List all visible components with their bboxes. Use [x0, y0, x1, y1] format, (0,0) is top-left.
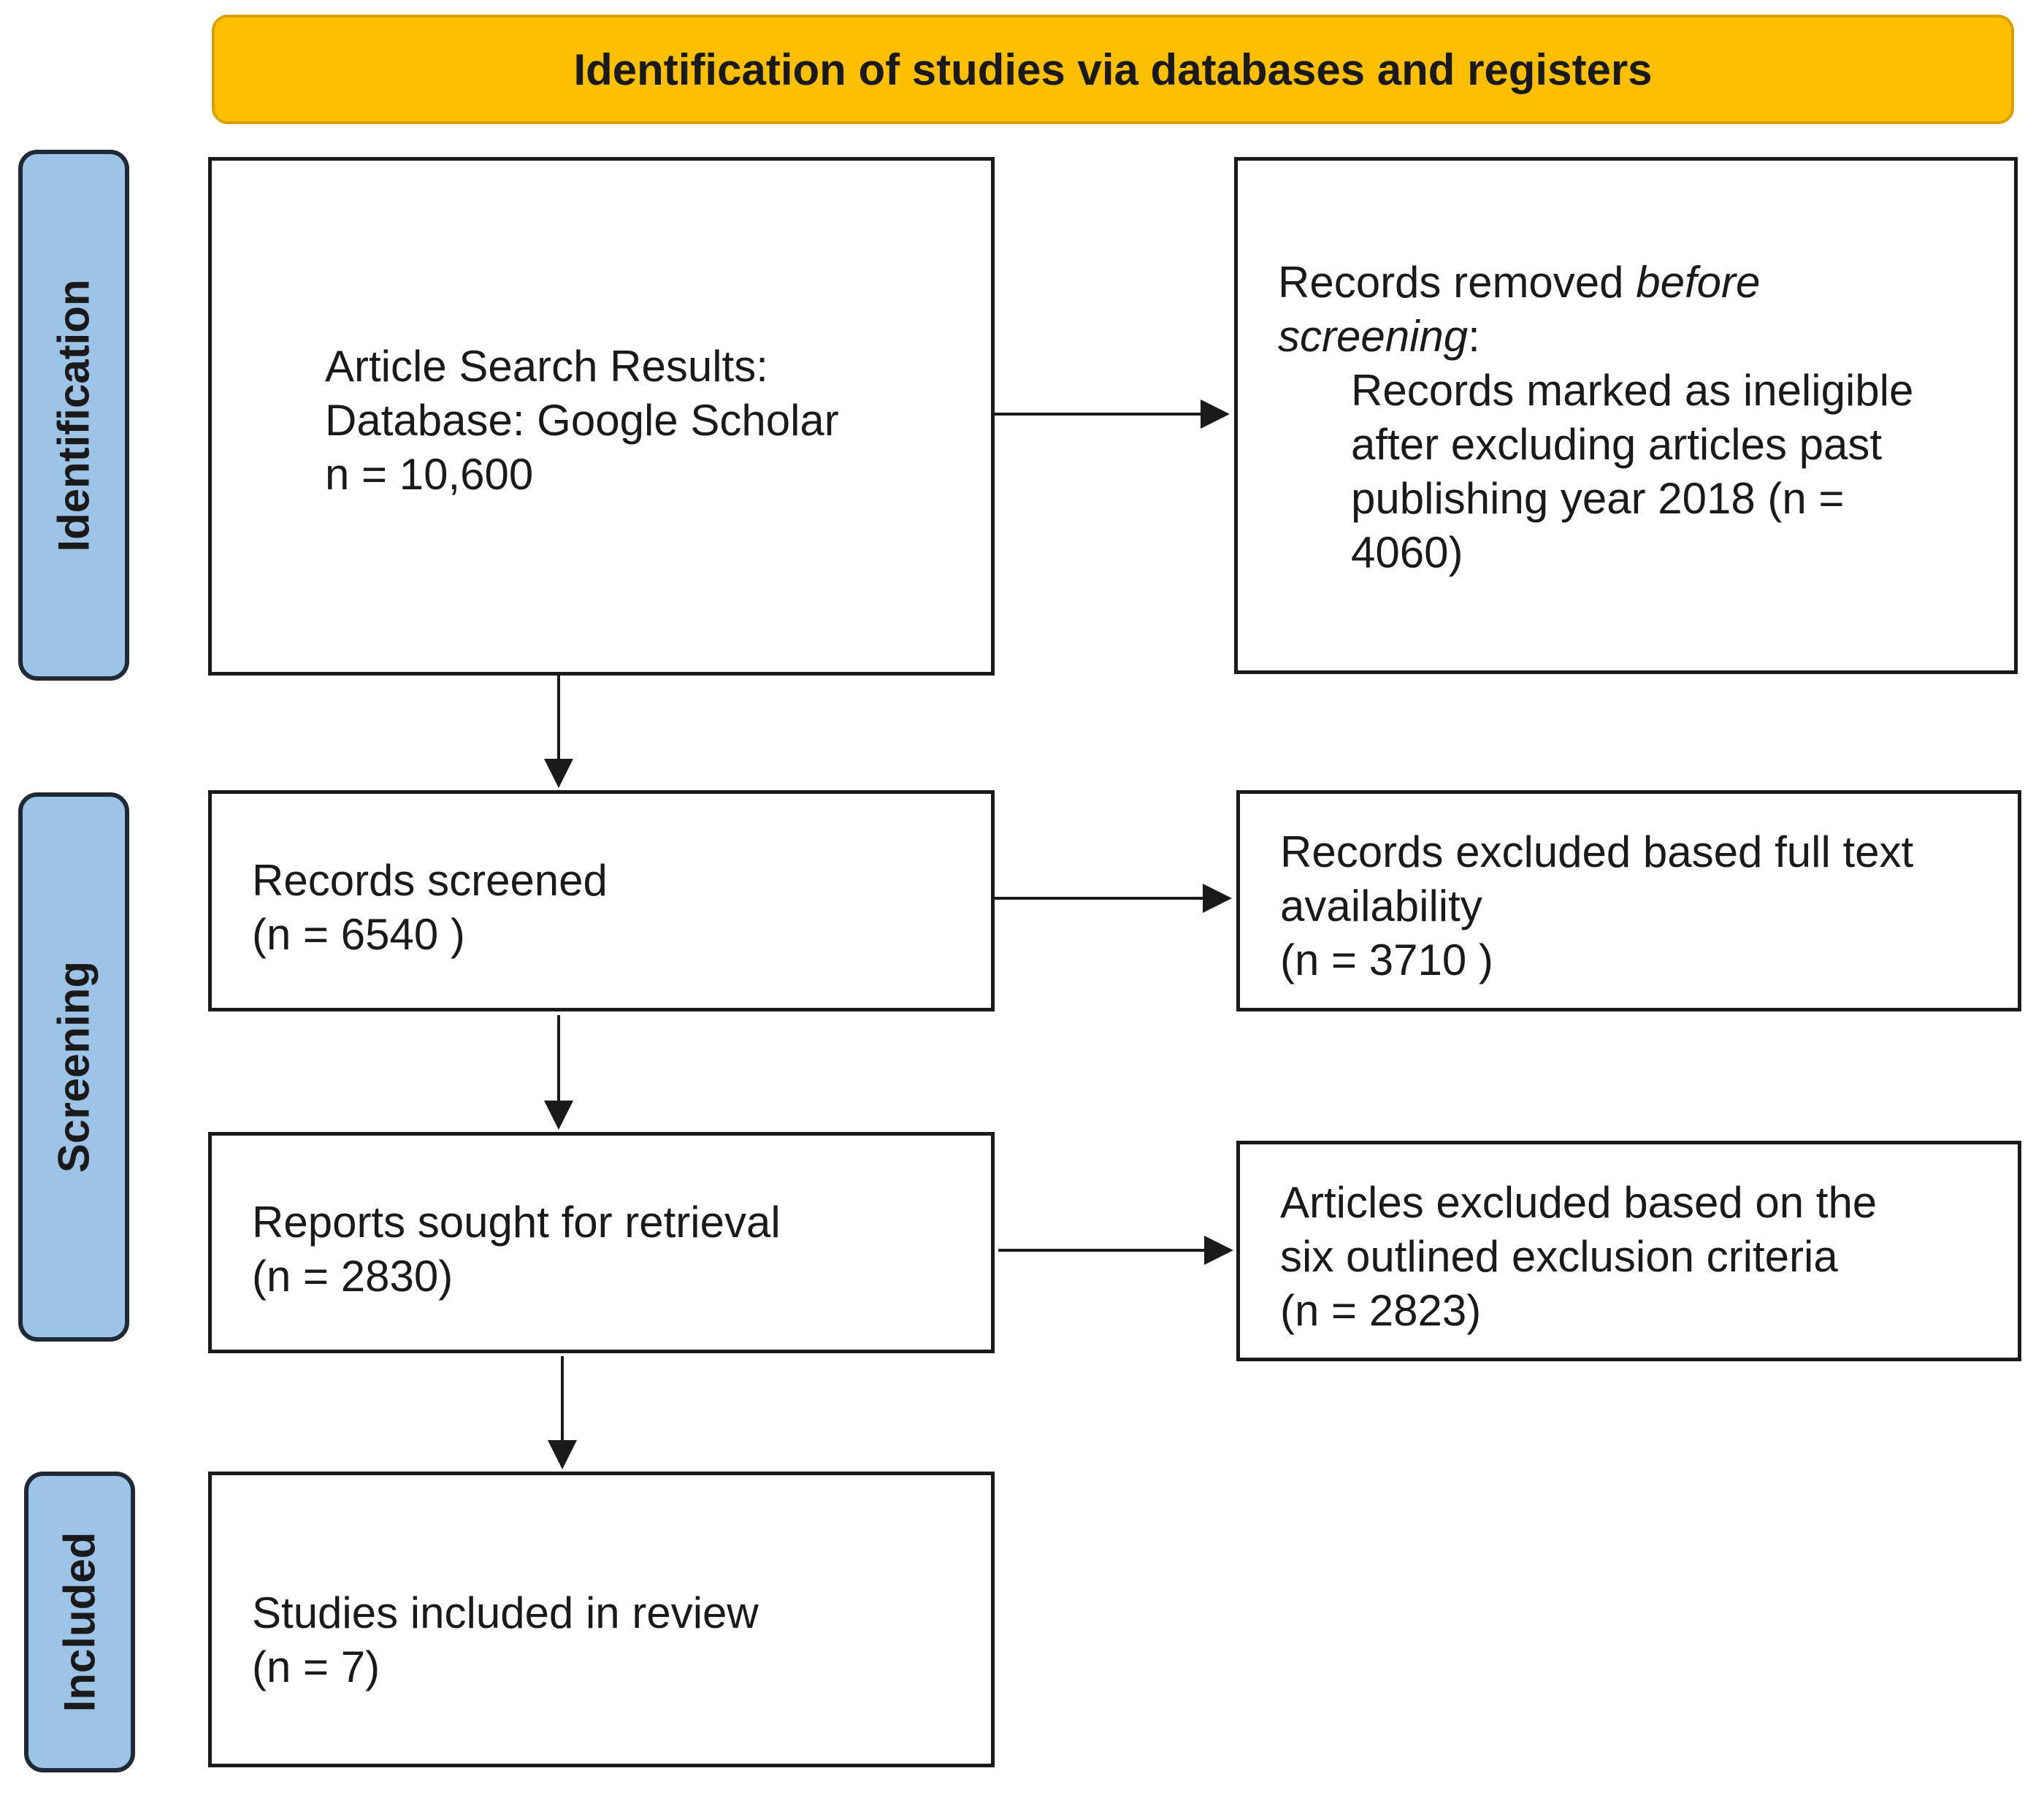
- screened-count: (n = 6540 ): [252, 910, 465, 959]
- reports-retrieval-box: Reports sought for retrieval (n = 2830): [208, 1132, 995, 1353]
- retrieval-count: (n = 2830): [252, 1252, 453, 1301]
- search-line-1: Article Search Results:: [325, 342, 768, 391]
- excluded-criteria-line-1: Articles excluded based on the: [1280, 1178, 1878, 1227]
- removed-line-1: Records removed before: [1278, 258, 1761, 307]
- records-removed-box: Records removed before screening: Record…: [1234, 157, 2018, 674]
- records-screened-box: Records screened (n = 6540 ): [208, 790, 995, 1011]
- studies-included-box: Studies included in review (n = 7): [208, 1472, 995, 1767]
- excluded-fulltext-box: Records excluded based full text availab…: [1236, 790, 2021, 1011]
- included-label: Studies included in review: [252, 1588, 759, 1637]
- search-line-2: Database: Google Scholar: [325, 396, 839, 445]
- phase-identification: Identification: [18, 150, 129, 681]
- search-results-box: Article Search Results: Database: Google…: [208, 157, 995, 676]
- excluded-fulltext-count: (n = 3710 ): [1280, 936, 1493, 984]
- removed-line-4: after excluding articles past: [1351, 420, 1883, 469]
- excluded-criteria-box: Articles excluded based on the six outli…: [1236, 1141, 2021, 1361]
- removed-line-3: Records marked as ineligible: [1351, 366, 1914, 415]
- included-count: (n = 7): [252, 1642, 380, 1691]
- removed-line-2: screening:: [1278, 312, 1480, 361]
- excluded-fulltext-line-2: availability: [1280, 881, 1482, 930]
- removed-line-5: publishing year 2018 (n =: [1351, 474, 1845, 523]
- header-banner: Identification of studies via databases …: [212, 15, 2014, 124]
- search-count: n = 10,600: [325, 450, 534, 499]
- phase-screening: Screening: [18, 792, 129, 1342]
- removed-line-6: 4060): [1351, 528, 1463, 577]
- screened-label: Records screened: [252, 856, 608, 905]
- excluded-fulltext-line-1: Records excluded based full text: [1280, 827, 1914, 876]
- header-title: Identification of studies via databases …: [573, 45, 1653, 94]
- phase-included: Included: [24, 1472, 135, 1772]
- excluded-criteria-line-2: six outlined exclusion criteria: [1280, 1232, 1838, 1281]
- retrieval-label: Reports sought for retrieval: [252, 1198, 781, 1247]
- excluded-criteria-count: (n = 2823): [1280, 1286, 1482, 1335]
